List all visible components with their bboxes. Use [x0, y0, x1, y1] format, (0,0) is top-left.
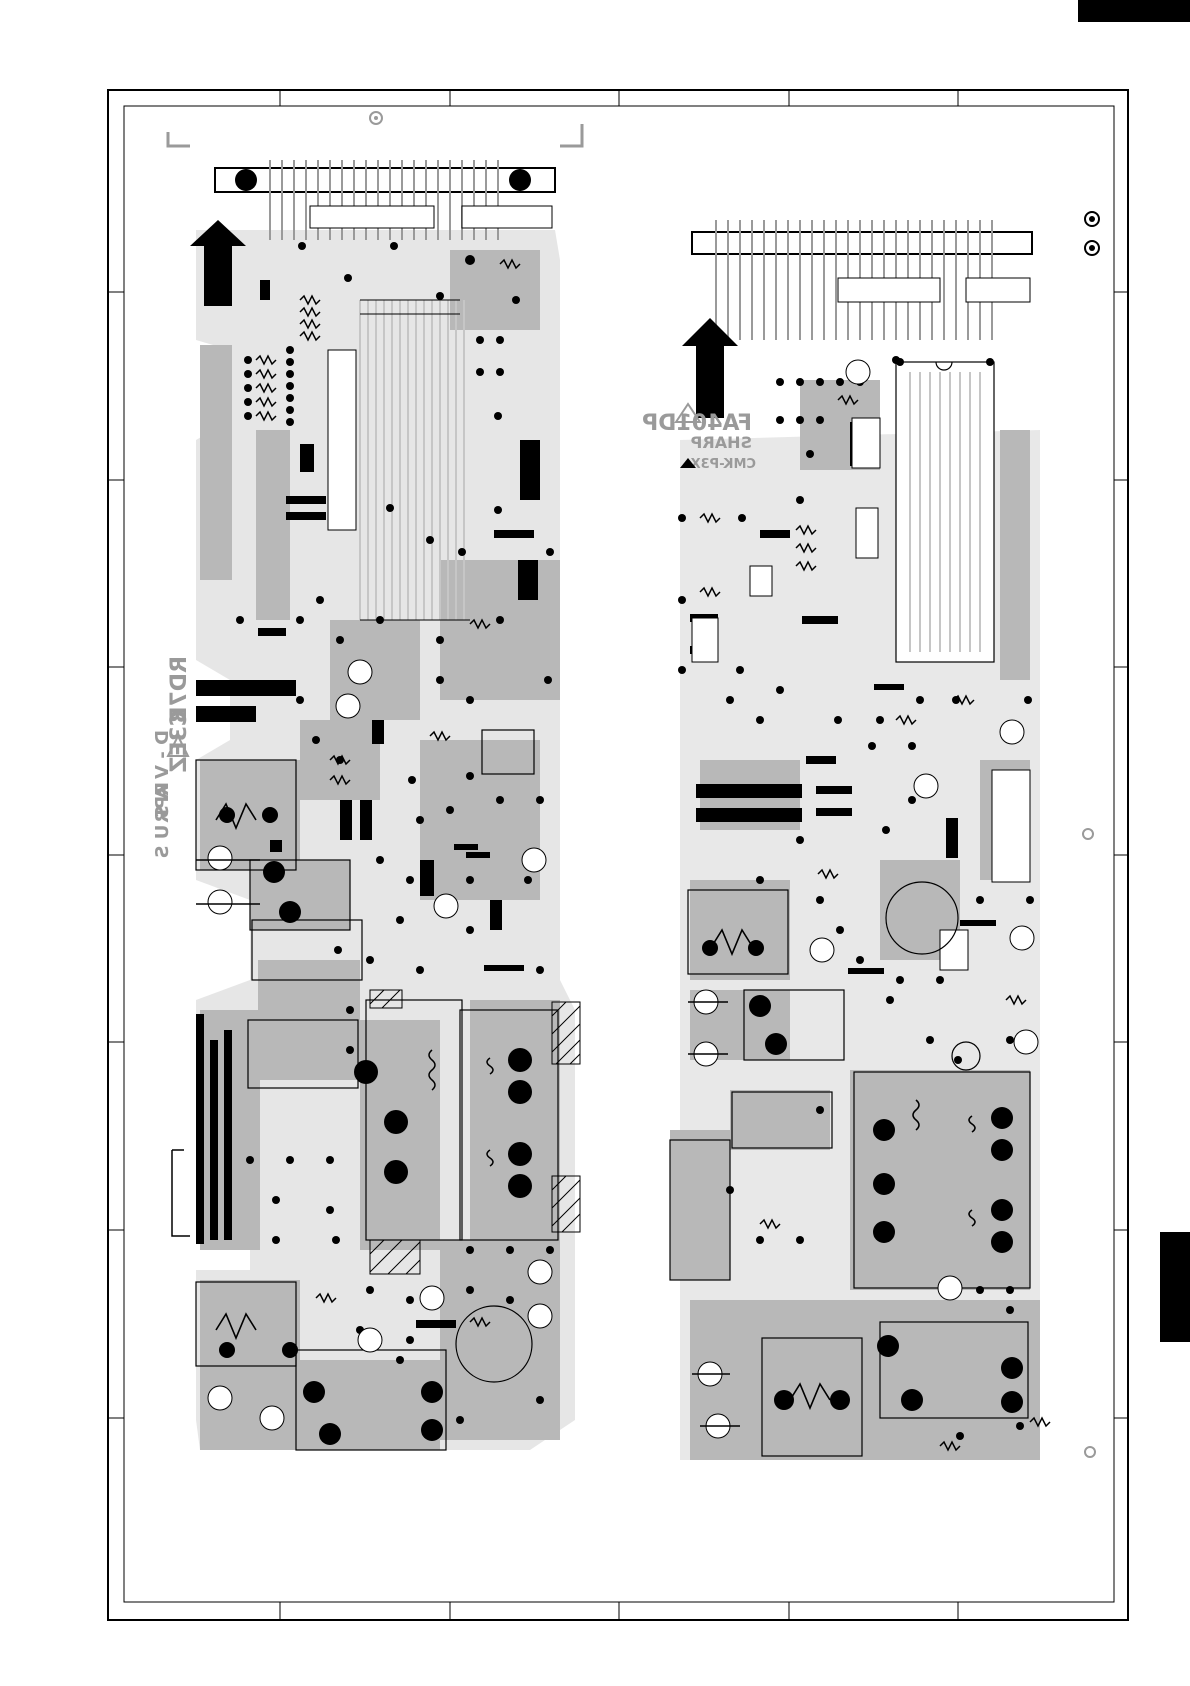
right-pcb-board: FA401DP SHARP CMK-P3X: [642, 212, 1099, 1460]
right-silk-brand: SHARP: [690, 433, 752, 452]
top-right-page-tab: [1078, 0, 1190, 22]
right-side-page-tab: [1160, 1232, 1190, 1342]
right-silk-model: CMK-P3X: [691, 457, 756, 472]
left-pcb-board: RD7B C3EZ D - V A S U S RPR: [152, 112, 582, 1450]
left-silk-logo: RPR: [152, 782, 173, 823]
direction-arrow-icon-right: [682, 318, 738, 418]
